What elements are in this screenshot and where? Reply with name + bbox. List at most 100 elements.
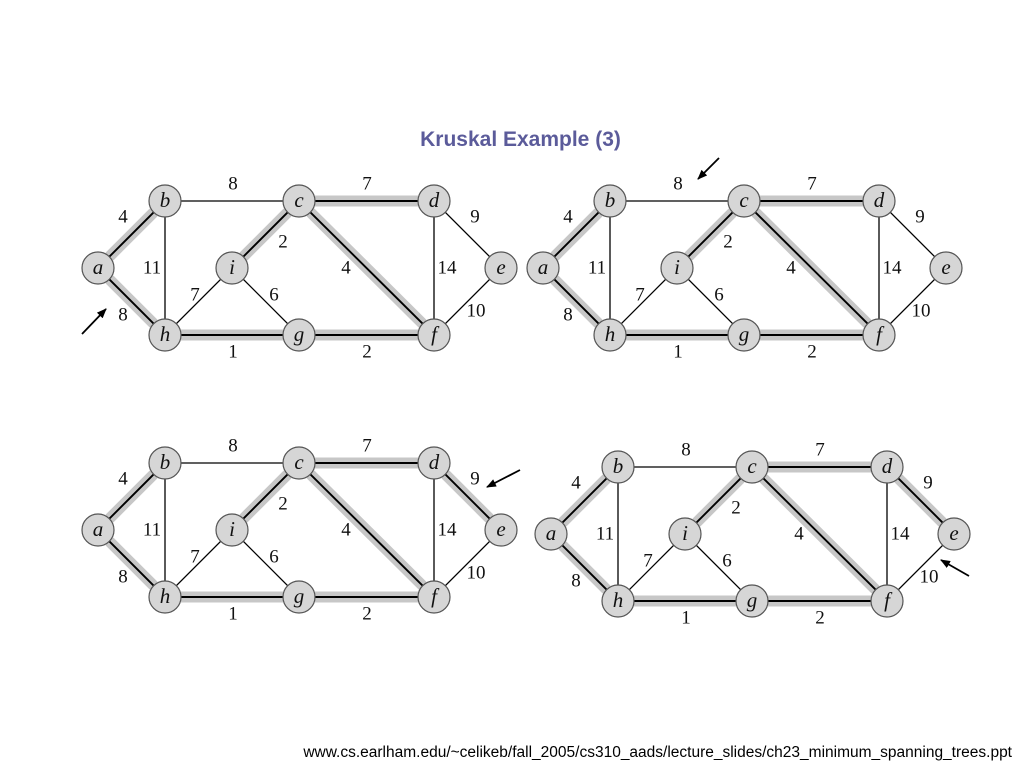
node-b: b [148,446,182,480]
edge-a-h [553,278,600,325]
node-circle-b [593,184,627,218]
node-circle-h [148,318,182,352]
edge-weight-b-c: 8 [228,174,238,195]
edge-h-i [620,278,667,325]
node-label-e: e [941,255,950,279]
node-b: b [593,184,627,218]
node-c: c [282,446,316,480]
edge-weight-d-e: 9 [915,207,925,228]
edge-weight-h-i: 7 [190,547,200,568]
node-i: i [660,251,694,285]
node-g: g [282,580,316,614]
node-e: e [484,513,518,547]
node-label-g: g [294,584,305,608]
node-circle-a [526,251,560,285]
edge-c-i [242,211,289,258]
node-circle-e [929,251,963,285]
edge-weight-a-h: 8 [563,305,573,326]
node-circle-h [601,584,635,618]
edge-c-i [687,211,734,258]
node-circle-e [937,517,971,551]
edge-weight-i-g: 6 [714,285,724,306]
edge-a-h [561,544,608,591]
edge-c-i [695,477,742,524]
node-label-i: i [674,255,680,279]
edge-weight-c-f: 4 [341,258,351,279]
edge-weight-e-f: 10 [912,301,931,322]
edge-weight-b-c: 8 [228,436,238,457]
edge-h-i [175,540,222,587]
edge-c-f [762,477,877,591]
edge-e-f [444,540,491,587]
edge-weight-a-b: 4 [118,207,128,228]
node-label-b: b [613,454,624,478]
edge-weight-d-e: 9 [923,473,933,494]
edge-weight-h-i: 7 [643,551,653,572]
node-label-i: i [682,521,688,545]
edge-a-h [108,540,155,587]
node-circle-c [282,184,316,218]
node-label-i: i [229,517,235,541]
edge-e-f [889,278,936,325]
edge-weight-c-d: 7 [362,174,372,195]
edge-weight-a-h: 8 [118,567,128,588]
edge-weight-e-f: 10 [467,563,486,584]
node-f: f [862,318,896,352]
node-circle-d [417,446,451,480]
edge-weight-g-f: 2 [362,342,372,363]
node-label-h: h [605,322,616,346]
source-url: www.cs.earlham.edu/~celikeb/fall_2005/cs… [303,744,1012,761]
node-label-c: c [747,454,757,478]
node-f: f [870,584,904,618]
edge-weight-c-i: 2 [278,232,288,253]
node-circle-f [417,318,451,352]
node-e: e [484,251,518,285]
node-circle-c [282,446,316,480]
edge-weight-c-f: 4 [341,520,351,541]
edge-h-i [628,544,675,591]
node-label-a: a [93,255,104,279]
node-circle-b [148,184,182,218]
node-label-f: f [884,588,893,612]
edge-weight-a-h: 8 [118,305,128,326]
pointer-arrow-icon [486,469,521,488]
edge-weight-b-h: 11 [143,258,161,279]
node-label-d: d [874,188,885,212]
node-c: c [727,184,761,218]
node-circle-a [534,517,568,551]
node-circle-h [593,318,627,352]
node-circle-h [148,580,182,614]
node-g: g [727,318,761,352]
node-label-b: b [605,188,616,212]
edge-weight-c-i: 2 [731,498,741,519]
edge-weight-b-h: 11 [143,520,161,541]
edge-weight-d-f: 14 [438,520,458,541]
edge-c-i [242,473,289,520]
node-circle-i [668,517,702,551]
node-a: a [526,251,560,285]
node-circle-g [282,318,316,352]
pointer-arrow-icon [697,157,720,180]
node-circle-f [870,584,904,618]
node-label-d: d [429,450,440,474]
edge-weight-b-c: 8 [673,174,683,195]
edge-h-i [175,278,222,325]
node-circle-e [484,251,518,285]
node-label-g: g [294,322,305,346]
edge-weight-a-h: 8 [571,571,581,592]
pointer-arrow-icon [940,559,970,577]
node-circle-g [735,584,769,618]
node-h: h [148,580,182,614]
edge-c-f [309,211,424,325]
node-f: f [417,318,451,352]
edge-weight-h-g: 1 [673,342,683,363]
node-f: f [417,580,451,614]
node-circle-a [81,251,115,285]
node-h: h [601,584,635,618]
edge-i-g [695,544,742,591]
node-label-h: h [160,322,171,346]
node-d: d [870,450,904,484]
